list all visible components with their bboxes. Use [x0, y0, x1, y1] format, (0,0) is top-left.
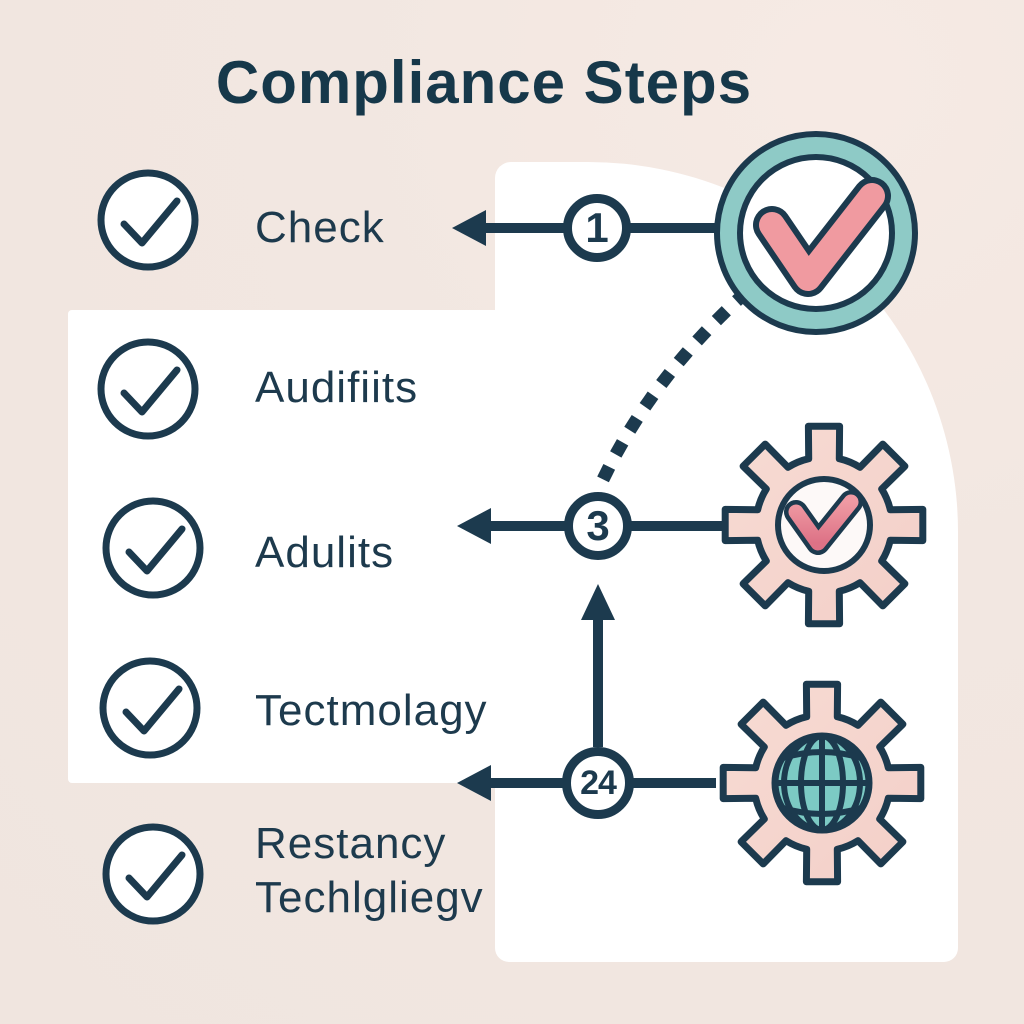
checklist-item-label: Adulits [255, 528, 395, 577]
checklist-item-label: Tectmolagy [255, 686, 488, 735]
arrow-left-icon [457, 765, 491, 801]
arrow-up-icon [581, 584, 615, 620]
step-badge: 3 [564, 492, 632, 560]
gear-globe-icon [719, 680, 925, 886]
dotted-connector [591, 286, 752, 495]
step-number: 1 [585, 204, 609, 251]
checklist-item-label: Check [255, 203, 385, 252]
arrow-left-icon [457, 508, 491, 544]
arrow-left-icon [452, 210, 486, 246]
step-badge: 24 [562, 747, 634, 819]
check-circle-icon [102, 497, 204, 599]
step-number: 24 [580, 763, 617, 802]
check-badge-icon [714, 131, 918, 335]
gear-check-icon [721, 422, 927, 628]
checklist-item-label: Audifiits [255, 363, 419, 412]
check-circle-icon [102, 823, 204, 925]
checklist-item-label: Restancy Techlgliegv [255, 819, 484, 922]
check-circle-icon [99, 657, 201, 759]
globe-icon [771, 732, 873, 834]
page-title: Compliance Steps [215, 49, 753, 116]
check-circle-icon [97, 338, 199, 440]
check-circle-icon [97, 169, 199, 271]
step-number: 3 [586, 502, 610, 549]
step-badge: 1 [563, 194, 631, 262]
